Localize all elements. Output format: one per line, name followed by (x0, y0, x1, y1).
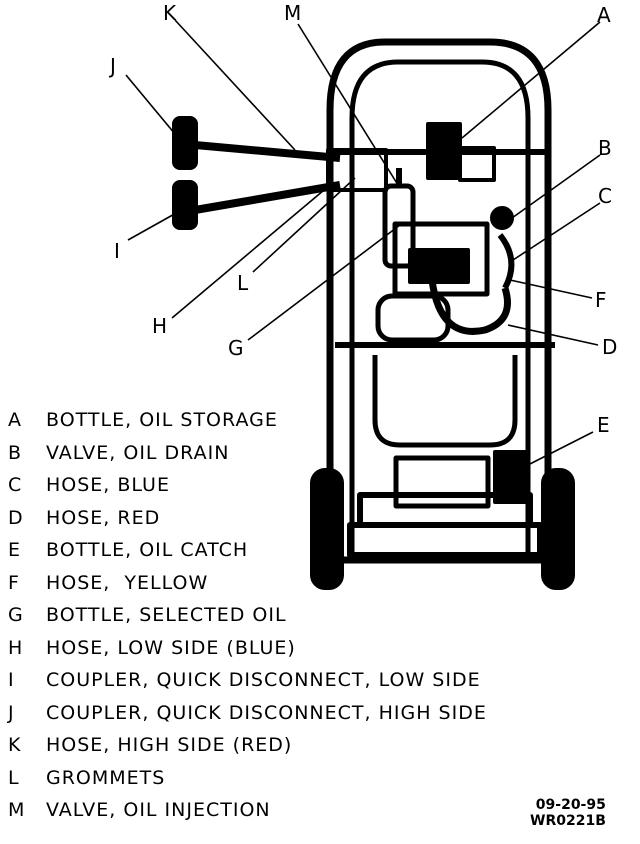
legend-description: HOSE, HIGH SIDE (RED) (46, 734, 293, 757)
document-date: 09-20-95 (535, 797, 606, 813)
low-side-coupler (172, 180, 198, 230)
legend-letter: H (8, 636, 24, 659)
callout-l: L (237, 271, 249, 295)
legend-description: BOTTLE, OIL CATCH (46, 539, 249, 562)
legend-description: HOSE, RED (46, 506, 161, 529)
left-wheel (310, 468, 344, 590)
callout-g: G (228, 336, 244, 360)
legend-row: K HOSE, HIGH SIDE (RED) (8, 729, 568, 762)
legend-row: M VALVE, OIL INJECTION (8, 794, 568, 827)
legend-description: COUPLER, QUICK DISCONNECT, HIGH SIDE (46, 701, 487, 724)
legend-row: I COUPLER, QUICK DISCONNECT, LOW SIDE (8, 664, 568, 697)
high-side-hose (194, 141, 341, 162)
legend-letter: D (8, 506, 24, 529)
callout-c: C (598, 184, 612, 208)
legend-row: G BOTTLE, SELECTED OIL (8, 599, 568, 632)
legend-letter: I (8, 669, 15, 692)
legend-row: E BOTTLE, OIL CATCH (8, 534, 568, 567)
legend-description: VALVE, OIL DRAIN (46, 441, 230, 464)
legend-description: COUPLER, QUICK DISCONNECT, LOW SIDE (46, 669, 481, 692)
legend-letter: M (8, 799, 26, 822)
callout-a: A (597, 3, 611, 27)
legend-description: HOSE, LOW SIDE (BLUE) (46, 636, 296, 659)
right-wheel (541, 468, 575, 590)
legend-row: J COUPLER, QUICK DISCONNECT, HIGH SIDE (8, 697, 568, 730)
leader-lines (125, 19, 601, 469)
legend-letter: E (8, 539, 22, 562)
legend-letter: C (8, 474, 23, 497)
parts-legend: A BOTTLE, OIL STORAGE B VALVE, OIL DRAIN C… (8, 404, 568, 827)
legend-letter: F (8, 571, 20, 594)
callout-h: H (152, 314, 167, 338)
callout-k: K (163, 1, 177, 25)
cart-illustration (172, 38, 575, 590)
callout-d: D (602, 335, 617, 359)
legend-description: VALVE, OIL INJECTION (46, 799, 271, 822)
cart-frame (326, 38, 552, 570)
cart-frame-inner (349, 59, 531, 560)
legend-letter: J (8, 701, 15, 724)
recovery-tank (372, 355, 518, 448)
callout-e: E (597, 413, 610, 437)
callout-i: I (114, 239, 120, 263)
red-hose (428, 279, 511, 335)
legend-row: H HOSE, LOW SIDE (BLUE) (8, 632, 568, 665)
document-reference: WR0221B (530, 813, 606, 829)
low-side-hose (194, 181, 341, 214)
oil-storage-bottle (426, 122, 462, 180)
callout-m: M (284, 1, 301, 25)
oil-drain-valve (490, 206, 514, 230)
legend-description: BOTTLE, OIL STORAGE (46, 409, 278, 432)
legend-row: D HOSE, RED (8, 502, 568, 535)
callout-labels: A B C D E F G H I J K L M (108, 1, 617, 437)
legend-row: F HOSE, YELLOW (8, 567, 568, 600)
legend-letter: L (8, 766, 20, 789)
callout-j: J (108, 54, 116, 78)
legend-row: L GROMMETS (8, 762, 568, 795)
high-side-coupler (172, 116, 198, 170)
legend-row: A BOTTLE, OIL STORAGE (8, 404, 568, 437)
legend-letter: B (8, 441, 23, 464)
document-code: 09-20-95 WR0221B (530, 797, 606, 829)
legend-row: B VALVE, OIL DRAIN (8, 437, 568, 470)
legend-letter: K (8, 734, 22, 757)
legend-letter: G (8, 604, 24, 627)
legend-description: GROMMETS (46, 766, 166, 789)
legend-description: HOSE, BLUE (46, 474, 170, 497)
legend-letter: A (8, 409, 22, 432)
callout-f: F (595, 288, 607, 312)
legend-row: C HOSE, BLUE (8, 469, 568, 502)
legend-description: HOSE, YELLOW (46, 571, 209, 594)
legend-description: BOTTLE, SELECTED OIL (46, 604, 287, 627)
callout-b: B (598, 136, 612, 160)
